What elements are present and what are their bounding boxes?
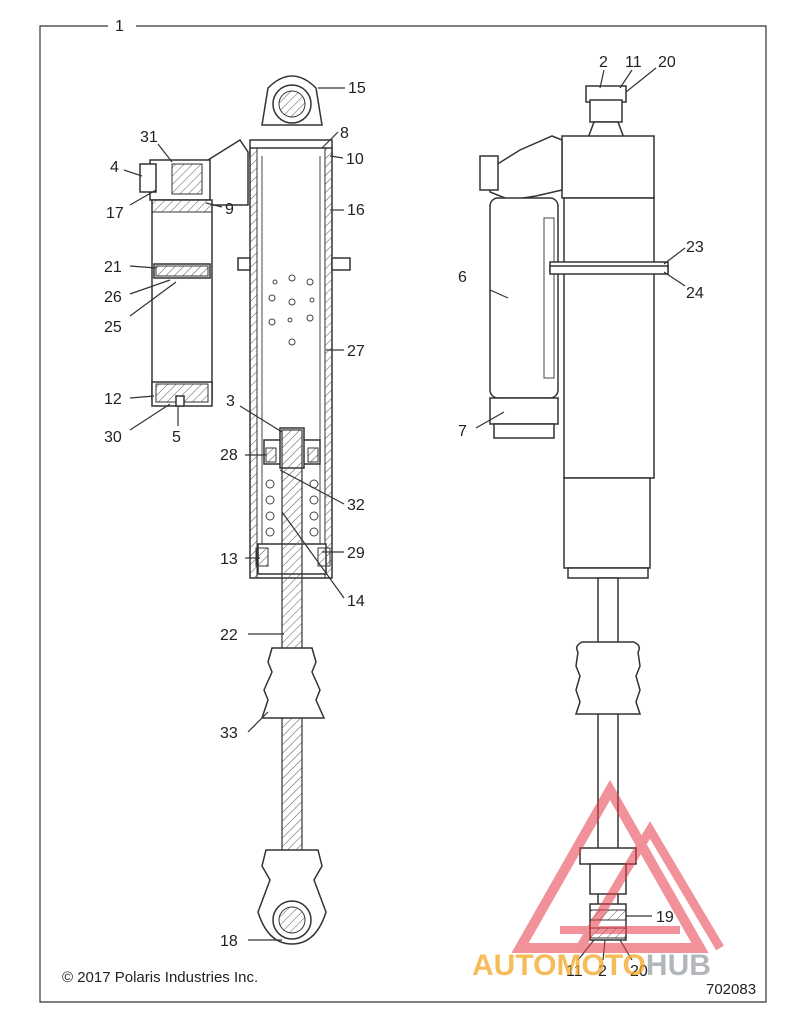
callout-7: 7 [458, 423, 467, 440]
callout-4: 4 [110, 159, 119, 176]
callout-19: 19 [656, 909, 674, 926]
callout-3: 3 [226, 393, 235, 410]
callout-24: 24 [686, 285, 704, 302]
callout-21: 21 [104, 259, 122, 276]
callout-26: 26 [104, 289, 122, 306]
callout-13: 13 [220, 551, 238, 568]
callouts: 15 8 10 31 4 17 9 16 21 26 25 27 12 30 5… [104, 54, 704, 980]
callout-20-bottom: 20 [630, 963, 648, 980]
callout-11-bottom: 11 [566, 963, 583, 980]
callout-5: 5 [172, 429, 181, 446]
triangle-logo-icon [511, 779, 709, 953]
callout-31: 31 [140, 129, 158, 146]
callout-29: 29 [347, 545, 365, 562]
exterior-view [479, 85, 669, 941]
copyright-text: © 2017 Polaris Industries Inc. [62, 969, 258, 986]
frame-label: 1 [115, 18, 124, 35]
callout-33: 33 [220, 725, 238, 742]
callout-12: 12 [104, 391, 122, 408]
callout-30: 30 [104, 429, 122, 446]
callout-22: 22 [220, 627, 238, 644]
leader-lines [123, 67, 686, 961]
callout-18: 18 [220, 933, 238, 950]
callout-14: 14 [347, 593, 365, 610]
callout-17: 17 [106, 205, 124, 222]
section-view [199, 75, 351, 945]
callout-11-top: 11 [625, 54, 642, 71]
callout-6: 6 [458, 269, 467, 286]
watermark-logo [511, 779, 724, 953]
callout-10: 10 [346, 151, 364, 168]
reservoir-section [139, 159, 213, 407]
callout-15: 15 [348, 80, 366, 97]
watermark-text: AUTOMOTOHUB [472, 949, 711, 982]
callout-28: 28 [220, 447, 238, 464]
callout-9: 9 [225, 201, 234, 218]
document-number: 702083 [706, 981, 756, 998]
callout-16: 16 [347, 202, 365, 219]
callout-25: 25 [104, 319, 122, 336]
callout-23: 23 [686, 239, 704, 256]
callout-8: 8 [340, 125, 349, 142]
diagram-frame [39, 25, 767, 1003]
callout-32: 32 [347, 497, 365, 514]
callout-27: 27 [347, 343, 365, 360]
callout-2-bottom: 2 [598, 963, 607, 980]
callout-2-top: 2 [599, 54, 608, 71]
callout-20-top: 20 [658, 54, 676, 71]
